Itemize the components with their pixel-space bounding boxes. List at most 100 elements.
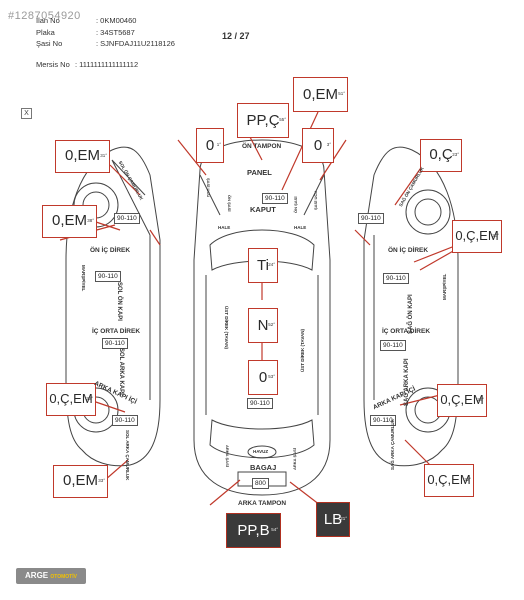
tag-degree: 21° — [340, 516, 347, 521]
plaka-value: : 34ST5687 — [96, 28, 135, 37]
tag-text: 0,Ç,EM — [455, 228, 499, 243]
label-ust-direk-sol: ÜST DİREK (TAVAN) — [224, 306, 229, 349]
tag-text: 0,Ç,EM — [440, 392, 484, 407]
watermark-id: #1287054920 — [8, 10, 81, 22]
tag-degree: 52° — [268, 322, 275, 327]
label-sol-arka-kapi: SOL ARKA KAPI — [118, 348, 124, 395]
label-panel: PANEL — [247, 168, 272, 177]
label-sag-on-kapi: SAĞ ÖN KAPI — [408, 294, 414, 334]
label-havuz: HAVUZ — [253, 449, 269, 454]
ilan-no-value: : 0KM00460 — [96, 16, 137, 25]
range-sag-on-kapi: 90-110 — [383, 273, 409, 284]
tag-degree: 24° — [268, 262, 275, 267]
close-button[interactable]: X — [21, 108, 32, 119]
tag-text: 0,Ç,EM — [427, 472, 471, 487]
sasi-label: Şasi No — [36, 39, 63, 48]
mersis-value: : 1111111111111112 — [75, 60, 139, 69]
label-sol-ic-orta-direk: İÇ ORTA DİREK — [92, 328, 141, 335]
tag-text: PP,Ç — [246, 112, 280, 129]
label-bagaj: BAGAJ — [250, 463, 277, 472]
label-sol-on-ic-direk: ÖN İÇ DİREK — [90, 247, 131, 254]
tag-text: 0,EM — [62, 472, 98, 489]
tag-text: 0,Ç,EM — [49, 391, 93, 406]
label-ust-direk-sag: ÜST DİREK (TAVAN) — [300, 329, 305, 372]
label-arka-sasi-sol: ARKA ŞASİ — [225, 445, 230, 467]
tag-degree: 1° — [216, 142, 221, 147]
ilan-no-label: İlan No — [36, 16, 60, 25]
tag-degree: 29° — [477, 397, 484, 402]
plaka-label: Plaka — [36, 28, 55, 37]
tag-text: Ti — [257, 257, 269, 274]
range-sol-on-kapi: 90-110 — [95, 271, 121, 282]
label-hale-sag: HALE — [294, 225, 307, 230]
mersis-label: Mersis No — [36, 60, 70, 69]
logo-text: ARGE — [25, 571, 49, 580]
page-indicator: 12 / 27 — [222, 31, 250, 41]
tag-degree: 23° — [452, 152, 459, 157]
label-arka-sasi-sag: ARKA ŞASİ — [292, 448, 297, 470]
label-hale-sol: HALE — [218, 225, 231, 230]
tag-text: 0,Ç — [429, 146, 453, 163]
tag-degree: 54° — [271, 527, 278, 532]
range-bagaj: 90-110 — [247, 398, 273, 409]
tag-degree: 33° — [86, 396, 93, 401]
label-sag-on-ic-direk: ÖN İÇ DİREK — [388, 247, 429, 254]
tag-text: 0,EM — [64, 147, 100, 164]
label-marspiyel-sol: MARŞPİYEL — [81, 265, 86, 292]
tag-degree: 20° — [492, 233, 499, 238]
tag-degree: 33° — [98, 478, 105, 483]
tag-degree: 31° — [100, 153, 107, 158]
tag-text: 0 — [313, 137, 323, 154]
tag-degree: 38° — [87, 218, 94, 223]
range-sol-camurluk: 90-110 — [114, 213, 140, 224]
label-on-sasi-mid-right: ÖN ŞASİ — [293, 196, 298, 213]
label-on-tampon: ÖN TAMPON — [242, 143, 282, 150]
label-arka-tampon: ARKA TAMPON — [238, 500, 287, 507]
tag-degree: 32° — [464, 477, 471, 482]
havuz-ellipse — [247, 445, 277, 459]
label-sag-arka-camurluk: SAĞ ARKA ÇAMURLUK — [390, 419, 395, 470]
tag-text: N — [257, 317, 269, 334]
range-kaput: 90-110 — [262, 193, 288, 204]
tag-text: LB — [323, 511, 343, 528]
top-car-outline — [193, 139, 331, 496]
label-kaput: KAPUT — [250, 205, 276, 214]
left-car-outline — [65, 146, 161, 467]
range-sag-camurluk: 90-110 — [358, 213, 384, 224]
range-sag-arka-kapi: 90-110 — [380, 340, 406, 351]
label-marspiyel-sag: MARŞPİYEL — [442, 273, 447, 300]
arge-logo: ARGE OTOMOTİV — [16, 568, 86, 584]
right-front-wheel — [405, 189, 451, 235]
label-sag-arka-kapi: SAĞ ARKA KAPI — [404, 358, 410, 406]
range-sol-arka-camurluk: 90-110 — [112, 415, 138, 426]
tag-text: 0,EM — [302, 86, 338, 103]
tag-degree: 55° — [279, 117, 286, 122]
tag-degree: 53° — [268, 374, 275, 379]
label-on-sasi-mid-left: ÖN ŞASİ — [227, 195, 232, 212]
range-arka: 800 — [252, 478, 269, 489]
tag-degree: 51° — [338, 91, 345, 96]
tag-text: 0,EM — [51, 212, 87, 229]
label-sag-ic-orta-direk: İÇ ORTA DİREK — [382, 328, 431, 335]
sasi-value: : SJNFDAJ11U2118126 — [96, 39, 175, 48]
tag-text: 0 — [258, 369, 268, 386]
logo-subtext: OTOMOTİV — [50, 574, 77, 580]
tag-text: PP,B — [237, 522, 270, 539]
range-sol-arka-kapi: 90-110 — [102, 338, 128, 349]
